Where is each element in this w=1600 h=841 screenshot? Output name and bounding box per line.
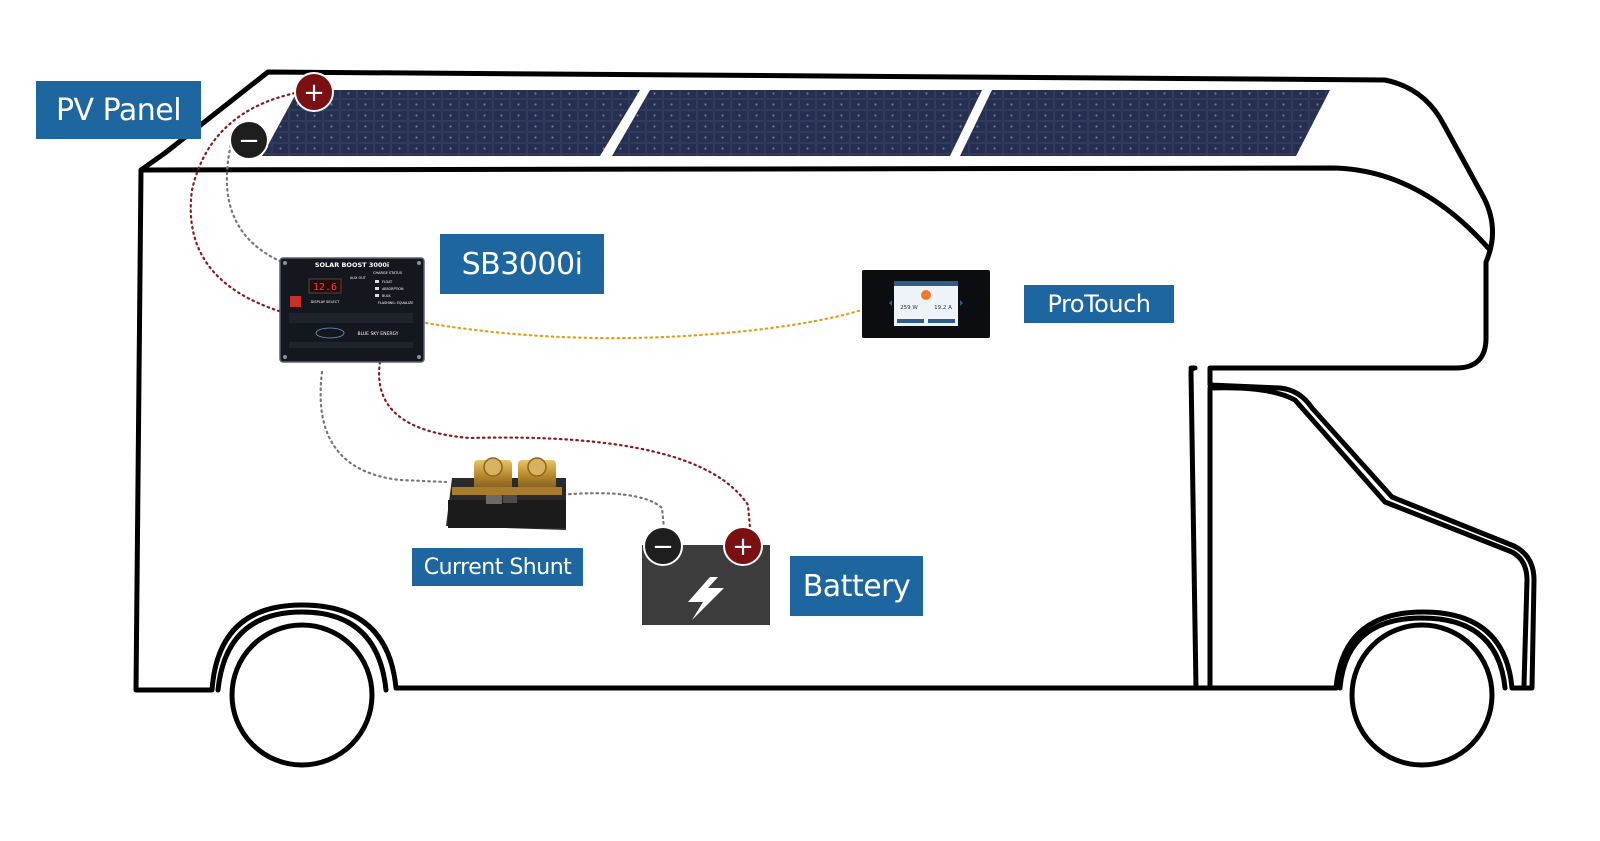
pv-panel-label: PV Panel: [36, 81, 201, 139]
bolt-icon: [688, 577, 724, 620]
battery-label: Battery: [790, 556, 923, 616]
svg-text:+: +: [303, 78, 325, 108]
sb3000i-label: SB3000i: [440, 234, 604, 294]
protouch-value-2: 19.2 A: [934, 305, 952, 311]
wire-shunt-battery-negative: [556, 492, 666, 530]
rv-cab-line: [138, 165, 1493, 253]
pv-panel-2: [612, 90, 982, 156]
wire-controller-protouch: [424, 308, 864, 340]
wires: [189, 90, 864, 530]
current-shunt: [446, 457, 566, 530]
wire-pv-negative: [225, 138, 284, 264]
status-list: FLOAT ABSORPTION BULK FLASHING: EQUALIZE: [375, 280, 413, 305]
pv-positive-terminal: +: [294, 72, 334, 112]
sb3000i-controller: SOLAR BOOST 3000i 12.6 DISPLAY SELECT AU…: [279, 257, 425, 363]
controller-display-value: 12.6: [313, 282, 337, 293]
rear-wheel: [229, 622, 375, 768]
controller-brand: BLUE SKY ENERGY: [358, 331, 399, 337]
charge-status-label: CHARGE STATUS: [373, 271, 403, 275]
protouch-value-1: 259 W: [900, 305, 918, 311]
front-wheel: [1349, 622, 1495, 768]
brand-swoosh: [315, 327, 345, 339]
pv-panel-3: [960, 90, 1330, 156]
svg-text:−: −: [238, 126, 260, 156]
svg-text:+: +: [732, 532, 754, 562]
chevron-left-icon: [889, 300, 892, 306]
svg-text:−: −: [652, 532, 674, 562]
pv-negative-terminal: −: [229, 120, 269, 160]
controller-display: [308, 278, 342, 294]
pv-panel-1: [262, 90, 640, 156]
wire-controller-battery-positive: [378, 360, 752, 530]
protouch-label: ProTouch: [1024, 285, 1174, 323]
front-wheel-arch: [1337, 615, 1508, 691]
rear-wheel-arch: [215, 609, 389, 693]
rv-outline: [133, 69, 1537, 768]
display-select-button: [290, 296, 301, 307]
aux-out-label: AUX OUT: [350, 276, 367, 280]
svg-text:BULK: BULK: [382, 294, 392, 298]
sun-icon: [921, 290, 931, 300]
rv-cab-window: [1207, 385, 1530, 691]
chevron-right-icon: [960, 300, 963, 306]
rv-body: [133, 69, 1537, 693]
controller-title: SOLAR BOOST 3000i: [315, 261, 389, 269]
svg-text:FLOAT: FLOAT: [382, 280, 393, 284]
wire-controller-shunt: [319, 370, 448, 484]
current-shunt-label: Current Shunt: [412, 548, 583, 586]
pv-panels: [262, 90, 1330, 156]
battery-positive-terminal: +: [723, 526, 763, 566]
display-select-label: DISPLAY SELECT: [311, 300, 341, 304]
battery-negative-terminal: −: [643, 526, 683, 566]
protouch-device: 259 W 19.2 A: [862, 270, 990, 338]
svg-text:ABSORPTION: ABSORPTION: [382, 287, 404, 291]
wire-pv-positive: [189, 90, 302, 314]
svg-text:FLASHING: EQUALIZE: FLASHING: EQUALIZE: [378, 301, 413, 305]
